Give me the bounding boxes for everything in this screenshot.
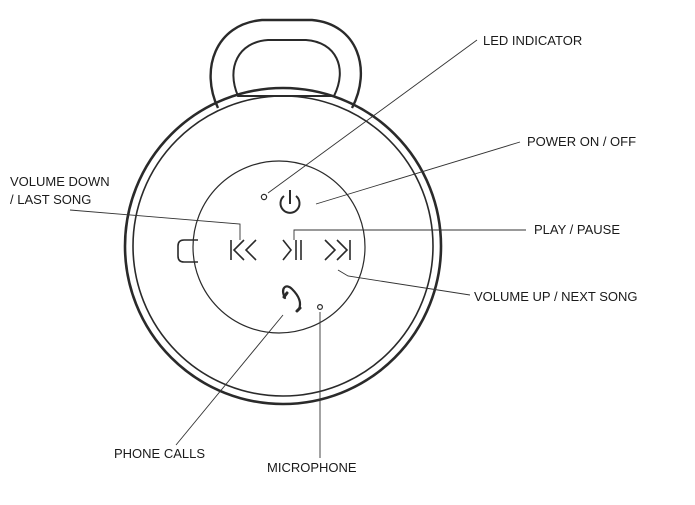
- play-pause-icon[interactable]: [282, 239, 302, 261]
- label-led-indicator: LED INDICATOR: [483, 33, 582, 48]
- control-panel: [192, 160, 366, 334]
- leader-lines: [69, 39, 526, 458]
- label-phone-calls: PHONE CALLS: [114, 446, 205, 461]
- leader-play-pause: [293, 229, 526, 240]
- leader-volume-up: [337, 269, 471, 296]
- led-dot-icon: [260, 193, 268, 201]
- speaker-body: [123, 86, 443, 406]
- label-volume-down-line2: / LAST SONG: [10, 192, 91, 207]
- leader-power: [315, 141, 521, 205]
- microphone-hole-icon: [317, 304, 324, 311]
- power-icon[interactable]: [279, 190, 301, 214]
- leader-phone-calls: [175, 314, 284, 446]
- charging-port-icon: [177, 239, 198, 263]
- phone-handset-icon[interactable]: [282, 285, 302, 313]
- label-play-pause: PLAY / PAUSE: [534, 222, 620, 237]
- label-volume-down-line1: VOLUME DOWN: [10, 174, 110, 189]
- next-track-icon[interactable]: [324, 239, 351, 261]
- leader-led: [267, 39, 478, 194]
- previous-track-icon[interactable]: [230, 239, 257, 261]
- leader-volume-down: [69, 209, 241, 240]
- label-volume-up: VOLUME UP / NEXT SONG: [474, 289, 638, 304]
- carry-loop: [209, 18, 362, 109]
- label-microphone: MICROPHONE: [267, 460, 357, 475]
- speaker-rim: [132, 95, 434, 397]
- label-power: POWER ON / OFF: [527, 134, 636, 149]
